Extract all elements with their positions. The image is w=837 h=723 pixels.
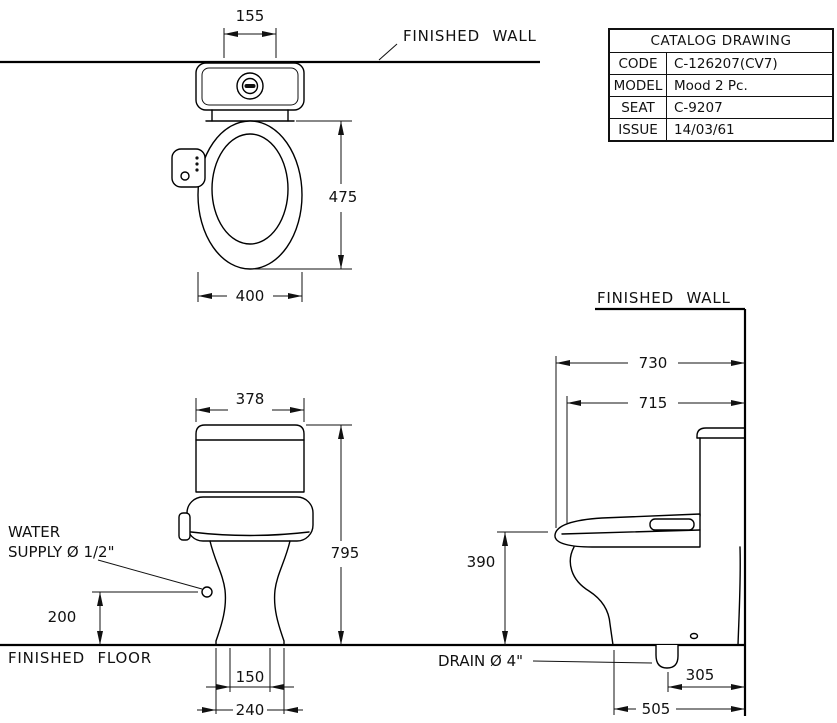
dim-bowl-width: 400 bbox=[236, 287, 265, 305]
title-block-row-code: CODE C-126207(CV7) bbox=[610, 53, 832, 75]
title-block-value: C-126207(CV7) bbox=[674, 55, 778, 72]
control-knob-icon bbox=[180, 171, 190, 181]
dim-seat-depth: 715 bbox=[639, 394, 668, 412]
title-block-label: MODEL bbox=[610, 75, 667, 96]
drain-label: DRAIN Ø 4" bbox=[438, 652, 523, 670]
dim-tank-width: 378 bbox=[236, 390, 265, 408]
tank-outline-front bbox=[195, 424, 305, 493]
water-supply-label-line1: WATER bbox=[8, 523, 60, 541]
title-block-label: ISSUE bbox=[610, 119, 667, 140]
seat-hinge-cover-side bbox=[649, 518, 695, 531]
dim-total-depth: 730 bbox=[639, 354, 668, 372]
water-supply-label-line2: SUPPLY Ø 1/2" bbox=[8, 543, 115, 561]
dim-drain-to-wall: 305 bbox=[686, 666, 715, 684]
bowl-front-profile bbox=[569, 546, 614, 646]
drain-leader bbox=[532, 660, 653, 664]
front-view bbox=[92, 398, 352, 714]
bidet-control-pod-front bbox=[178, 512, 191, 541]
pedestal-right-edge bbox=[273, 540, 291, 646]
side-view bbox=[497, 356, 746, 715]
finished-wall-top-label: FINISHED WALL bbox=[403, 27, 537, 45]
title-block-row-seat: SEAT C-9207 bbox=[610, 97, 832, 119]
control-dot-icon bbox=[195, 168, 199, 172]
title-block-label: CODE bbox=[610, 53, 667, 74]
dim-seat-height: 390 bbox=[467, 553, 496, 571]
dim-lid-width: 155 bbox=[236, 7, 265, 25]
title-block-value: C-9207 bbox=[674, 99, 723, 116]
tank-lid-inner-line bbox=[201, 67, 299, 106]
bidet-control-pod-top bbox=[171, 148, 206, 188]
finished-wall-leader bbox=[378, 43, 398, 61]
title-block: CATALOG DRAWING CODE C-126207(CV7) MODEL… bbox=[608, 28, 834, 142]
water-supply-point bbox=[201, 586, 213, 598]
flush-button-inner bbox=[241, 77, 259, 95]
title-block-header: CATALOG DRAWING bbox=[610, 30, 832, 53]
title-block-row-model: MODEL Mood 2 Pc. bbox=[610, 75, 832, 97]
title-block-label: SEAT bbox=[610, 97, 667, 118]
dim-base-width: 240 bbox=[236, 701, 265, 719]
title-block-value: Mood 2 Pc. bbox=[674, 77, 748, 94]
flush-button-slot bbox=[244, 84, 256, 88]
tank-lid-top-side bbox=[696, 427, 746, 439]
finished-wall-side-label: FINISHED WALL bbox=[597, 289, 731, 307]
dim-supply-height: 200 bbox=[48, 608, 77, 626]
water-supply-leader bbox=[97, 559, 203, 590]
top-view bbox=[171, 28, 352, 302]
dim-base-depth: 505 bbox=[642, 700, 671, 718]
drain-pipe bbox=[655, 645, 679, 669]
title-block-row-issue: ISSUE 14/03/61 bbox=[610, 119, 832, 140]
seat-rim-line-front bbox=[190, 531, 310, 537]
pedestal-left-edge bbox=[209, 540, 227, 646]
flush-button-outer bbox=[236, 72, 264, 100]
control-dot-icon bbox=[195, 156, 199, 160]
dim-trap-width: 150 bbox=[236, 668, 265, 686]
control-dot-icon bbox=[195, 162, 199, 166]
bowl-back-profile bbox=[737, 546, 741, 646]
bowl-inner-oval bbox=[211, 133, 289, 245]
dim-bowl-length: 475 bbox=[329, 188, 358, 206]
seat-outline-front bbox=[186, 496, 314, 542]
seat-outer-oval bbox=[197, 120, 303, 270]
title-block-value: 14/03/61 bbox=[674, 121, 735, 138]
finished-floor-label: FINISHED FLOOR bbox=[8, 649, 152, 667]
dim-total-height: 795 bbox=[331, 544, 360, 562]
base-inlet-detail bbox=[689, 632, 699, 640]
